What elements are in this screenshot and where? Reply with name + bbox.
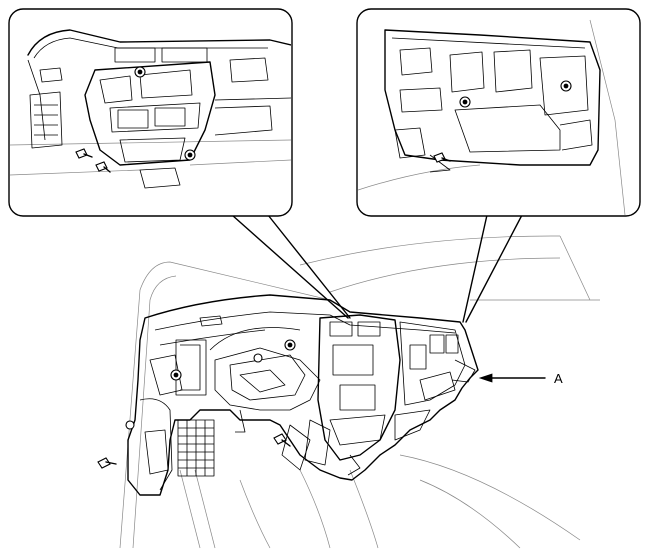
inset-left [8,8,293,217]
bolt-icon [273,433,291,447]
bolt-icon [95,161,111,173]
callout-label-a: A [554,371,563,386]
inset-right [356,8,641,217]
leader-line-right [465,214,523,323]
main-dashboard-view [97,235,600,549]
bolt-icon [97,457,117,469]
bolt-icon [75,148,93,159]
bolt-icon [433,152,451,163]
callout-a: A [478,371,563,386]
leader-line-right [462,214,488,323]
leader-line-left [231,214,349,319]
leader-line-left [267,214,351,319]
